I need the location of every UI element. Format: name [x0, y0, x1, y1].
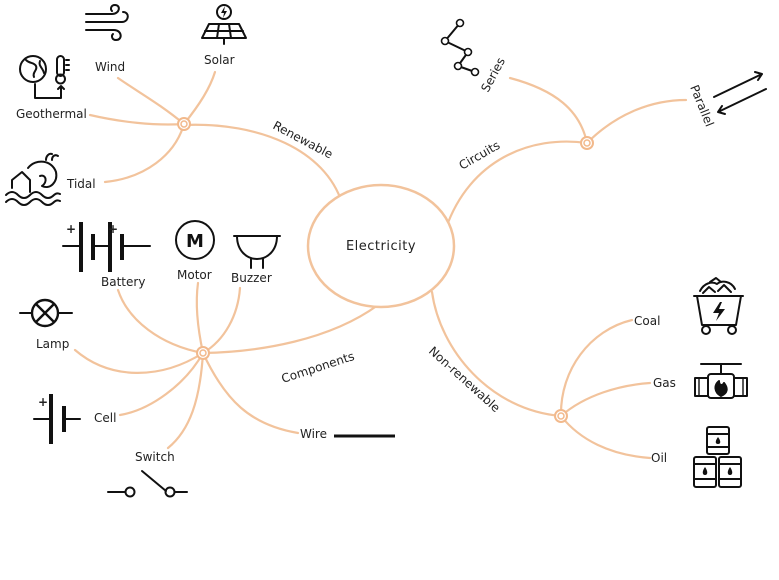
lamp-icon [19, 298, 73, 328]
oil-line [559, 414, 652, 460]
geothermal-icon [19, 55, 70, 99]
hub-components [196, 346, 210, 360]
center-label: Electricity [346, 239, 416, 254]
tidal-label: Tidal [66, 177, 96, 191]
tidal-line [103, 122, 186, 184]
battery-label: Battery [101, 275, 145, 289]
tidal-wave-icon [5, 152, 61, 206]
motor-icon: M [175, 220, 215, 260]
motor-label: Motor [177, 268, 212, 282]
lamp-line [73, 348, 205, 374]
battery-line [116, 288, 205, 355]
wire-line [201, 351, 300, 435]
battery-icon: + + [62, 222, 151, 272]
gas-valve-icon [694, 363, 748, 399]
geothermal-line [88, 113, 186, 126]
components-label: Components [280, 349, 357, 386]
parallel-arrows-icon [713, 71, 767, 115]
nonrenewable-label: Non-renewable [426, 344, 503, 415]
wind-line [116, 76, 186, 126]
parallel-label: Parallel [687, 83, 716, 129]
buzzer-label: Buzzer [231, 271, 272, 285]
series-label: Series [478, 55, 508, 94]
components-branch-line [201, 303, 380, 355]
cell-plus-sign: + [38, 395, 48, 409]
battery-plus-sign-1: + [66, 222, 76, 236]
gas-line [559, 381, 652, 418]
hub-circuits [580, 136, 594, 150]
switch-line [166, 351, 205, 450]
center-node [306, 183, 456, 309]
lamp-label: Lamp [36, 337, 69, 351]
wind-label: Wind [95, 60, 125, 74]
oil-label: Oil [651, 451, 667, 465]
nonrenewable-branch-line [430, 290, 563, 418]
hub-renewable [177, 117, 191, 131]
switch-icon [107, 470, 188, 498]
wind-icon [85, 4, 129, 41]
series-circuit-icon [440, 18, 480, 77]
gas-label: Gas [653, 376, 676, 390]
coal-cart-icon [693, 277, 744, 335]
buzzer-icon [233, 235, 281, 269]
cell-label: Cell [94, 411, 116, 425]
solar-label: Solar [204, 53, 235, 67]
series-line [508, 76, 589, 145]
branch-lines [73, 70, 688, 460]
solar-panel-icon [201, 4, 247, 45]
coal-label: Coal [634, 314, 660, 328]
solar-line [182, 70, 217, 126]
hub-nonrenewable [554, 409, 568, 423]
buzzer-line [201, 286, 242, 355]
switch-label: Switch [135, 450, 175, 464]
oil-barrels-icon [693, 426, 742, 488]
cell-icon: + [33, 394, 81, 444]
geothermal-label: Geothermal [16, 107, 87, 121]
motor-letter: M [186, 231, 204, 252]
coal-line [559, 318, 634, 418]
wire-label: Wire [300, 427, 327, 441]
parallel-line [585, 98, 688, 145]
renewable-branch-line [182, 123, 344, 205]
battery-plus-sign-2: + [108, 222, 118, 236]
circuits-branch-line [444, 140, 589, 230]
circuits-label: Circuits [457, 138, 503, 173]
motor-line [195, 281, 205, 355]
cell-line [118, 351, 205, 417]
